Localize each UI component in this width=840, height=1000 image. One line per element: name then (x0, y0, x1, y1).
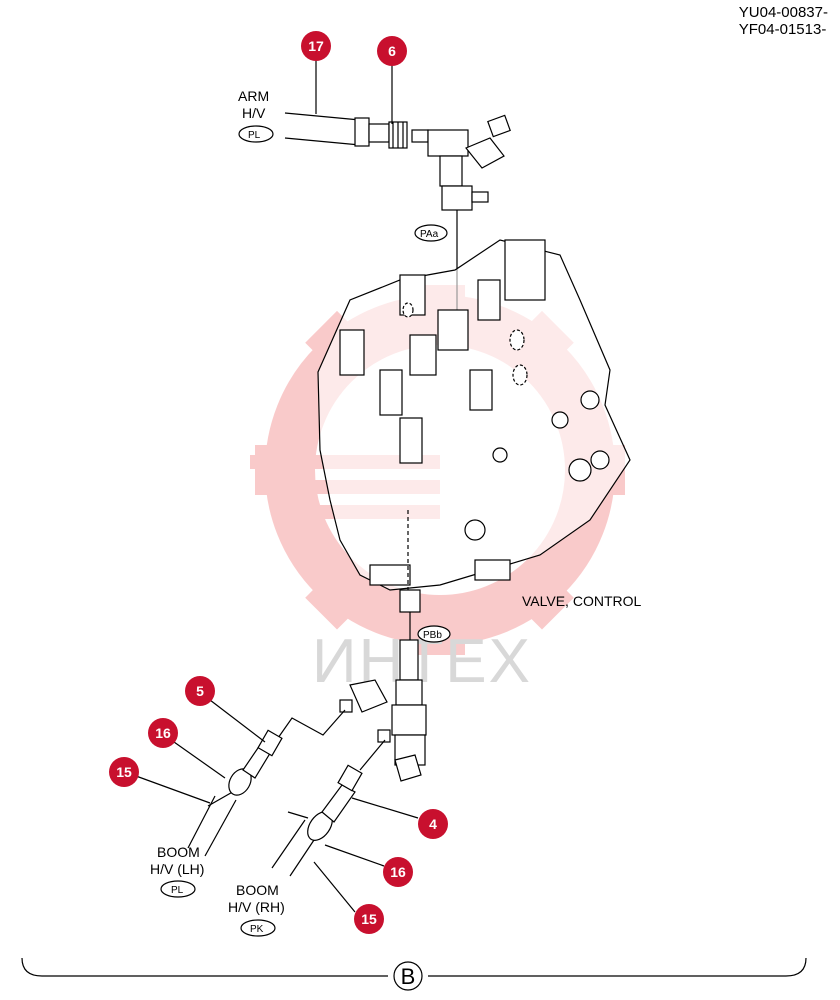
pbb-port-tag: PBb (423, 630, 442, 641)
callout-4-number: 4 (429, 816, 437, 832)
callout-15-right-number: 15 (361, 911, 377, 927)
boom-lh-label-line-2: H/V (LH) (150, 861, 204, 877)
callout-4[interactable]: 4 (418, 809, 448, 839)
callout-5-number: 5 (196, 683, 204, 699)
callout-16-right[interactable]: 16 (383, 857, 413, 887)
callout-15-left[interactable]: 15 (109, 757, 139, 787)
callout-16-left[interactable]: 16 (148, 718, 178, 748)
boom-lh-port-tag: PL (171, 885, 184, 896)
boom-rh-label-line-1: BOOM (236, 882, 279, 898)
section-bracket: B (21, 957, 807, 991)
reference-number-1: YU04-00837- (738, 4, 828, 21)
callout-6[interactable]: 6 (377, 36, 407, 66)
callout-17[interactable]: 17 (301, 31, 331, 61)
boom-rh-label-line-2: H/V (RH) (228, 899, 285, 915)
boom-rh-port-tag: PK (250, 924, 264, 935)
lower-fitting-assembly (277, 612, 427, 782)
pbb-port-tag-outline (417, 625, 451, 643)
callout-5[interactable]: 5 (185, 676, 215, 706)
boom-lh-hose (187, 729, 283, 857)
arm-port-tag-outline (238, 125, 274, 143)
callout-16-left-number: 16 (155, 725, 171, 741)
boom-lh-label-line-1: BOOM (157, 844, 200, 860)
boom-rh-hose (271, 764, 363, 877)
callout-15-right[interactable]: 15 (354, 904, 384, 934)
arm-hose-assembly (284, 112, 511, 320)
arm-label-line-2: H/V (242, 105, 266, 121)
control-valve-body (317, 239, 631, 613)
paa-port-tag: PAa (420, 229, 439, 240)
valve-control-label: VALVE, CONTROL (522, 593, 642, 609)
callout-15-left-number: 15 (116, 764, 132, 780)
callout-17-number: 17 (308, 38, 324, 54)
callout-16-right-number: 16 (390, 864, 406, 880)
leader-lines (135, 60, 419, 913)
arm-port-tag: PL (248, 130, 261, 141)
reference-number-2: YF04-01513- (738, 21, 827, 38)
paa-port-tag-outline (414, 224, 448, 242)
callout-6-number: 6 (388, 43, 396, 59)
part-reference-numbers: YU04-00837- YF04-01513- (739, 4, 828, 38)
boom-rh-port-tag-outline (240, 919, 276, 937)
arm-label-line-1: ARM (238, 88, 269, 104)
section-marker-label: B (401, 964, 416, 989)
boom-lh-port-tag-outline (160, 880, 196, 898)
